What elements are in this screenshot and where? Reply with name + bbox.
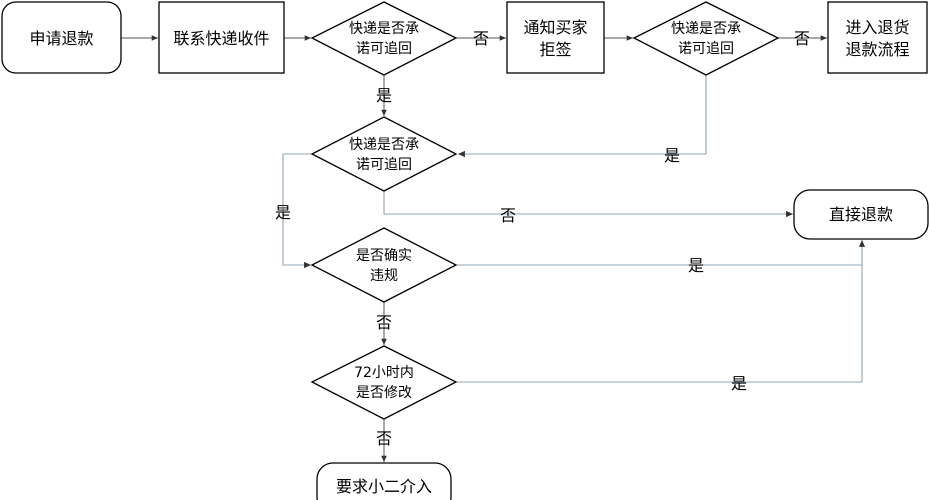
label-d4-no: 否: [376, 313, 392, 332]
node-return-refund: 进入退货 退款流程: [827, 1, 928, 74]
label-d5-no: 否: [376, 429, 392, 448]
edge-d5-to-direct: [456, 265, 863, 383]
decision-courier-recall-2-line2: 诺可追回: [678, 41, 734, 57]
edge-d2-to-d3: [458, 75, 707, 158]
node-direct-refund: 直接退款: [793, 189, 929, 240]
node-escalate-label: 要求小二介入: [336, 477, 432, 496]
edge-d3-to-direct: [383, 191, 793, 218]
decision-modify-72h: 72小时内 是否修改: [310, 345, 458, 420]
decision-courier-recall-1-line2: 诺可追回: [356, 41, 412, 57]
decision-courier-recall-3: 快递是否承 诺可追回: [310, 116, 458, 192]
node-contact-courier: 联系快递收件: [158, 1, 285, 74]
node-apply-refund: 申请退款: [1, 1, 122, 74]
node-direct-refund-label: 直接退款: [829, 205, 893, 224]
decision-modify-72h-line1: 72小时内: [354, 365, 414, 381]
label-d5-yes: 是: [731, 374, 747, 393]
label-d3-no: 否: [500, 206, 516, 225]
label-d2-yes: 是: [664, 146, 680, 165]
node-contact-courier-label: 联系快递收件: [173, 29, 269, 48]
decision-courier-recall-3-line1: 快递是否承: [349, 137, 419, 153]
node-return-refund-line2: 退款流程: [845, 40, 909, 59]
decision-courier-recall-2-line1: 快递是否承: [671, 21, 741, 37]
label-d1-no: 否: [473, 29, 489, 48]
decision-modify-72h-line2: 是否修改: [356, 385, 412, 401]
decision-courier-recall-2: 快递是否承 诺可追回: [632, 1, 780, 76]
decision-courier-recall-1-line1: 快递是否承: [349, 21, 419, 37]
edge-d4-to-direct: [456, 240, 866, 266]
node-notify-buyer: 通知买家 拒签: [506, 1, 605, 74]
node-notify-buyer-line1: 通知买家: [523, 18, 587, 37]
label-d2-no: 否: [794, 29, 810, 48]
edge-d3-to-d4: [282, 153, 312, 269]
decision-confirmed-violation: 是否确实 违规: [310, 227, 458, 303]
node-notify-buyer-line2: 拒签: [539, 40, 571, 59]
node-return-refund-line1: 进入退货: [845, 18, 909, 37]
node-escalate: 要求小二介入: [316, 462, 452, 500]
decision-courier-recall-1: 快递是否承 诺可追回: [310, 1, 458, 76]
decision-confirmed-violation-line1: 是否确实: [356, 248, 412, 264]
decision-confirmed-violation-line2: 违规: [370, 268, 398, 284]
node-apply-refund-label: 申请退款: [29, 29, 93, 48]
label-d4-yes: 是: [688, 256, 704, 275]
decision-courier-recall-3-line2: 诺可追回: [356, 157, 412, 173]
label-d3-yes: 是: [275, 203, 291, 222]
label-d1-yes: 是: [376, 86, 392, 105]
